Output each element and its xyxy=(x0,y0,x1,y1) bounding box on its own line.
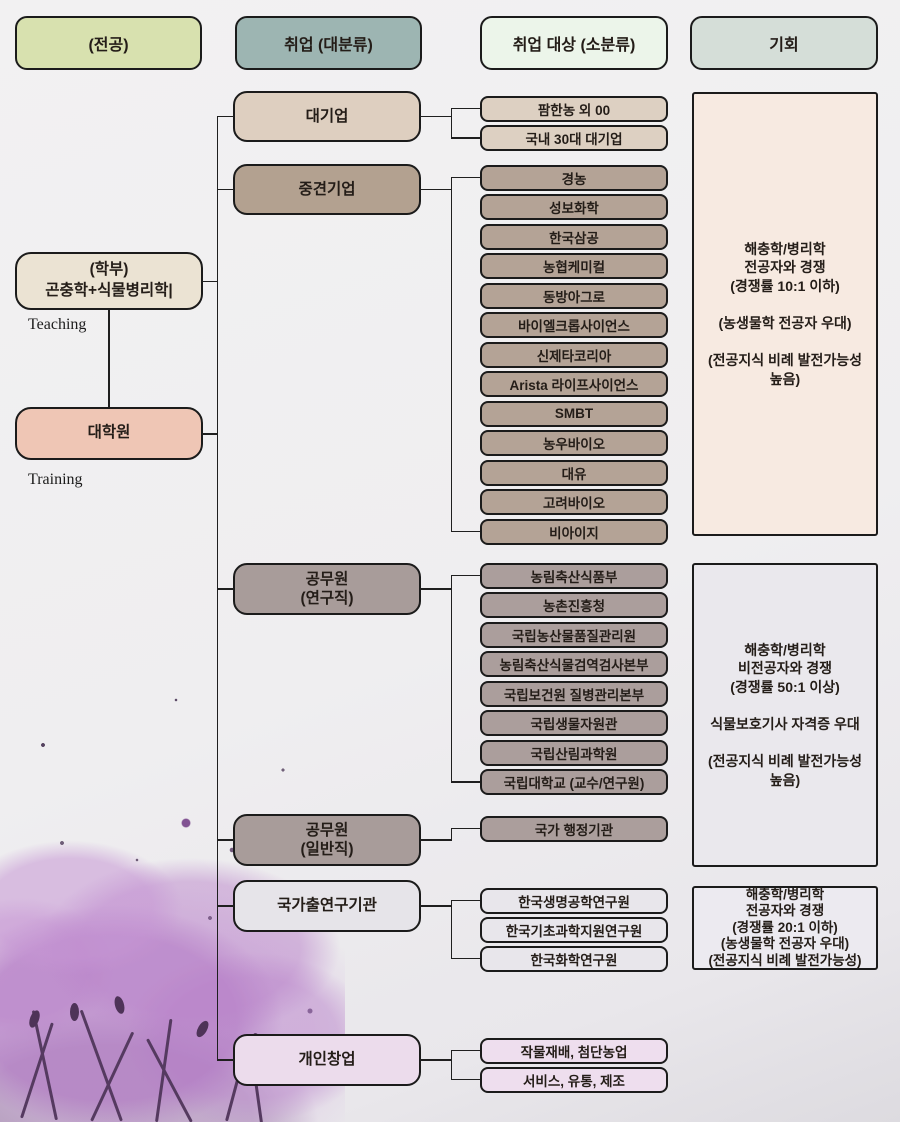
target-item: 동방아그로 xyxy=(480,282,668,309)
connector-line xyxy=(216,839,234,841)
target-item: 농림축산식품부 xyxy=(480,562,668,589)
connector-line xyxy=(420,839,452,841)
header-major: (전공) xyxy=(15,16,202,70)
connector-line xyxy=(450,900,453,960)
connector-line xyxy=(450,827,480,830)
target-item: 한국삼공 xyxy=(480,223,668,250)
target-item: SMBT xyxy=(480,400,668,427)
undergrad-box: (학부) 곤충학+식물병리학| xyxy=(15,252,203,310)
opportunity-large-midsize: 해충학/병리학 전공자와 경쟁 (경쟁률 10:1 이하) (농생물학 전공자 … xyxy=(692,92,878,536)
connector-line xyxy=(216,115,234,118)
target-item: 농우바이오 xyxy=(480,430,668,456)
header-employment-target: 취업 대상 (소분류) xyxy=(480,16,668,70)
opportunity-research-institute: 해충학/병리학 전공자와 경쟁 (경쟁률 20:1 이하) (농생물학 전공자 … xyxy=(692,886,878,970)
category-midsize-company: 중견기업 xyxy=(233,164,421,215)
connector-line xyxy=(420,905,452,907)
target-item: 팜한농 외 00 xyxy=(480,95,668,122)
training-label: Training xyxy=(28,471,83,488)
target-item: 국내 30대 대기업 xyxy=(480,125,668,151)
flower-bud xyxy=(112,995,127,1015)
target-item: 국립생물자원관 xyxy=(480,710,668,736)
connector-line xyxy=(450,107,480,110)
target-item: 국립농산물품질관리원 xyxy=(480,621,668,648)
category-national-research-institute: 국가출연구기관 xyxy=(233,880,421,932)
connector-line xyxy=(420,115,452,118)
flower-bud xyxy=(27,1009,42,1029)
target-item: 바이엘크롭사이언스 xyxy=(480,312,668,338)
target-item: 국립대학교 (교수/연구원) xyxy=(480,769,668,795)
target-item: 농협케미컬 xyxy=(480,253,668,279)
flower-stem xyxy=(20,1022,54,1119)
target-item: 경농 xyxy=(480,164,668,191)
connector-line xyxy=(450,1078,480,1081)
flower-bud xyxy=(70,1003,79,1021)
connector-line xyxy=(216,1059,234,1061)
connector-line xyxy=(216,905,234,907)
connector-line xyxy=(450,137,480,139)
connector-line xyxy=(450,957,480,960)
target-item: 비아이지 xyxy=(480,518,668,545)
connector-line xyxy=(450,781,480,783)
category-civil-servant-research: 공무원 (연구직) xyxy=(233,563,421,615)
flower-stem xyxy=(146,1038,193,1122)
connector-line xyxy=(450,530,480,533)
connector-line xyxy=(420,1059,452,1061)
header-employment-category: 취업 (대분류) xyxy=(235,16,422,70)
graduate-box: 대학원 xyxy=(15,407,203,460)
category-civil-servant-general: 공무원 (일반직) xyxy=(233,814,421,866)
flower-stem xyxy=(31,1010,58,1121)
connector-line xyxy=(450,1049,480,1052)
flower-stem xyxy=(155,1018,173,1122)
target-item: Arista 라이프사이언스 xyxy=(480,371,668,397)
target-item: 대유 xyxy=(480,459,668,486)
connector-line xyxy=(216,188,234,191)
target-item: 신제타코리아 xyxy=(480,341,668,368)
flower-bud xyxy=(194,1018,211,1040)
target-item: 한국기초과학지원연구원 xyxy=(480,916,668,943)
connector-line xyxy=(450,177,453,533)
target-item: 서비스, 유통, 제조 xyxy=(480,1066,668,1093)
target-item: 농촌진흥청 xyxy=(480,592,668,618)
target-item: 국가 행정기관 xyxy=(480,815,668,842)
connector-line xyxy=(450,899,480,902)
connector-line xyxy=(450,575,453,783)
category-personal-startup: 개인창업 xyxy=(233,1034,421,1086)
target-item: 농림축산식물검역검사본부 xyxy=(480,651,668,677)
target-item: 국립보건원 질병관리본부 xyxy=(480,680,668,707)
connector-line xyxy=(450,108,453,139)
opportunity-civil-servant: 해충학/병리학 비전공자와 경쟁 (경쟁률 50:1 이상) 식물보호기사 자격… xyxy=(692,563,878,867)
connector-line xyxy=(450,176,480,179)
connector-line xyxy=(450,1050,453,1081)
connector-line xyxy=(420,588,452,590)
connector-line xyxy=(108,310,110,407)
connector-line xyxy=(450,574,480,577)
connector-line xyxy=(202,433,218,435)
connector-line xyxy=(450,828,453,841)
connector-line xyxy=(216,588,234,590)
connector-line xyxy=(202,280,218,283)
category-large-company: 대기업 xyxy=(233,91,421,142)
target-item: 한국생명공학연구원 xyxy=(480,887,668,914)
target-item: 고려바이오 xyxy=(480,489,668,515)
connector-line xyxy=(420,188,452,191)
target-item: 성보화학 xyxy=(480,194,668,220)
flower-stem xyxy=(90,1031,135,1122)
target-item: 국립산림과학원 xyxy=(480,739,668,766)
teaching-label: Teaching xyxy=(28,316,87,333)
header-opportunity: 기회 xyxy=(690,16,878,70)
flower-stem xyxy=(79,1009,123,1122)
target-item: 한국화학연구원 xyxy=(480,945,668,972)
target-item: 작물재배, 첨단농업 xyxy=(480,1037,668,1064)
